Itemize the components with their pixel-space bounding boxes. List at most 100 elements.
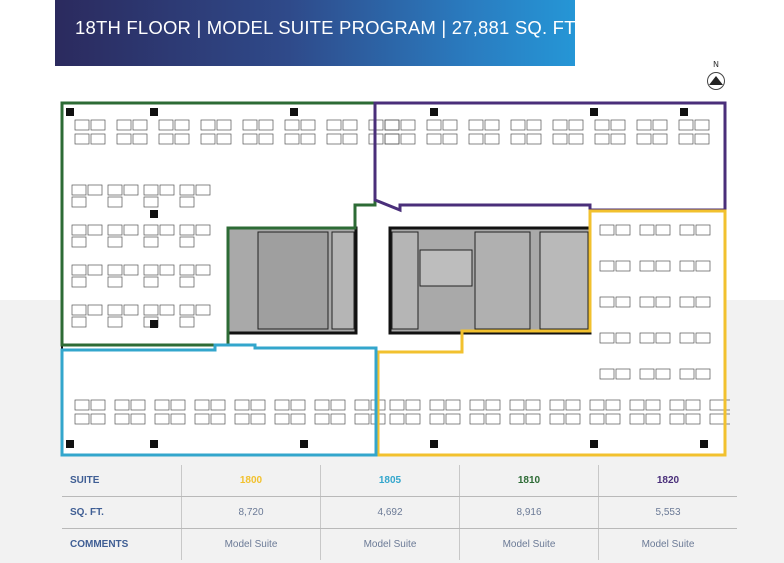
workstation bbox=[445, 399, 461, 411]
sqft-row: SQ. FT. 8,720 4,692 8,916 5,553 bbox=[62, 496, 737, 529]
suite-table: SUITE 1800 1805 1810 1820 SQ. FT. 8,720 … bbox=[62, 465, 737, 560]
workstation bbox=[589, 399, 605, 411]
workstation bbox=[179, 196, 195, 208]
workstation bbox=[330, 413, 346, 425]
workstation bbox=[510, 119, 526, 131]
workstation bbox=[123, 184, 139, 196]
workstation bbox=[194, 413, 210, 425]
workstation bbox=[154, 413, 170, 425]
workstation bbox=[114, 413, 130, 425]
sqft-1805: 4,692 bbox=[320, 496, 460, 529]
workstation bbox=[87, 304, 103, 316]
workstation bbox=[685, 413, 701, 425]
workstation bbox=[652, 133, 668, 145]
workstation bbox=[678, 133, 694, 145]
workstation bbox=[158, 133, 174, 145]
sqft-1820: 5,553 bbox=[598, 496, 737, 529]
workstation bbox=[655, 368, 671, 380]
workstation bbox=[695, 224, 711, 236]
workstation bbox=[130, 399, 146, 411]
workstation bbox=[510, 133, 526, 145]
workstation bbox=[525, 413, 541, 425]
workstation bbox=[629, 413, 645, 425]
workstation bbox=[679, 368, 695, 380]
header-banner: 18TH FLOOR | MODEL SUITE PROGRAM | 27,88… bbox=[55, 0, 575, 66]
workstation bbox=[599, 224, 615, 236]
workstation bbox=[469, 399, 485, 411]
workstation bbox=[552, 119, 568, 131]
workstation bbox=[158, 119, 174, 131]
workstation bbox=[655, 224, 671, 236]
workstation bbox=[200, 119, 216, 131]
workstation bbox=[195, 304, 211, 316]
comment-1810: Model Suite bbox=[459, 528, 599, 560]
suite-row: SUITE 1800 1805 1810 1820 bbox=[62, 465, 737, 497]
floor-plan bbox=[60, 101, 730, 457]
workstation bbox=[400, 119, 416, 131]
workstation bbox=[384, 119, 400, 131]
workstation bbox=[589, 413, 605, 425]
workstation bbox=[694, 133, 710, 145]
suite-1800-outline bbox=[376, 209, 727, 457]
workstation bbox=[143, 196, 159, 208]
column bbox=[66, 108, 74, 116]
workstation bbox=[469, 413, 485, 425]
workstation bbox=[107, 304, 123, 316]
workstation bbox=[74, 413, 90, 425]
workstation bbox=[342, 133, 358, 145]
workstation bbox=[159, 264, 175, 276]
workstation bbox=[694, 119, 710, 131]
column bbox=[700, 440, 708, 448]
workstation bbox=[132, 133, 148, 145]
row-label-suite: SUITE bbox=[62, 465, 182, 497]
workstation bbox=[639, 296, 655, 308]
workstation bbox=[525, 399, 541, 411]
workstation bbox=[326, 119, 342, 131]
comment-1820: Model Suite bbox=[598, 528, 737, 560]
workstation bbox=[143, 304, 159, 316]
workstation bbox=[526, 119, 542, 131]
workstation bbox=[669, 399, 685, 411]
workstation bbox=[90, 119, 106, 131]
workstation bbox=[107, 316, 123, 328]
workstation bbox=[71, 304, 87, 316]
suite-1820: 1820 bbox=[598, 465, 737, 497]
workstation bbox=[179, 316, 195, 328]
workstation bbox=[354, 413, 370, 425]
workstation bbox=[116, 119, 132, 131]
workstation bbox=[123, 224, 139, 236]
workstation bbox=[645, 413, 661, 425]
suite-1820-outline bbox=[373, 101, 727, 213]
workstation bbox=[468, 119, 484, 131]
workstation bbox=[484, 133, 500, 145]
workstation bbox=[389, 413, 405, 425]
workstation bbox=[568, 133, 584, 145]
workstation bbox=[639, 368, 655, 380]
workstation bbox=[159, 304, 175, 316]
suite-1800: 1800 bbox=[181, 465, 321, 497]
workstation bbox=[195, 224, 211, 236]
workstation bbox=[695, 332, 711, 344]
suite-1805-outline bbox=[60, 343, 378, 457]
workstation bbox=[610, 133, 626, 145]
workstation bbox=[258, 133, 274, 145]
workstation bbox=[565, 399, 581, 411]
workstation bbox=[71, 316, 87, 328]
workstation bbox=[107, 264, 123, 276]
column bbox=[590, 440, 598, 448]
workstation bbox=[429, 399, 445, 411]
workstation bbox=[485, 413, 501, 425]
north-arrow-icon: N bbox=[703, 58, 729, 94]
workstation bbox=[610, 119, 626, 131]
workstation bbox=[695, 260, 711, 272]
column bbox=[590, 108, 598, 116]
row-label-comments: COMMENTS bbox=[70, 539, 129, 550]
workstation bbox=[400, 133, 416, 145]
workstation bbox=[314, 399, 330, 411]
column bbox=[430, 440, 438, 448]
workstation bbox=[174, 133, 190, 145]
workstation bbox=[326, 133, 342, 145]
workstation bbox=[429, 413, 445, 425]
workstation bbox=[71, 184, 87, 196]
workstation bbox=[71, 276, 87, 288]
